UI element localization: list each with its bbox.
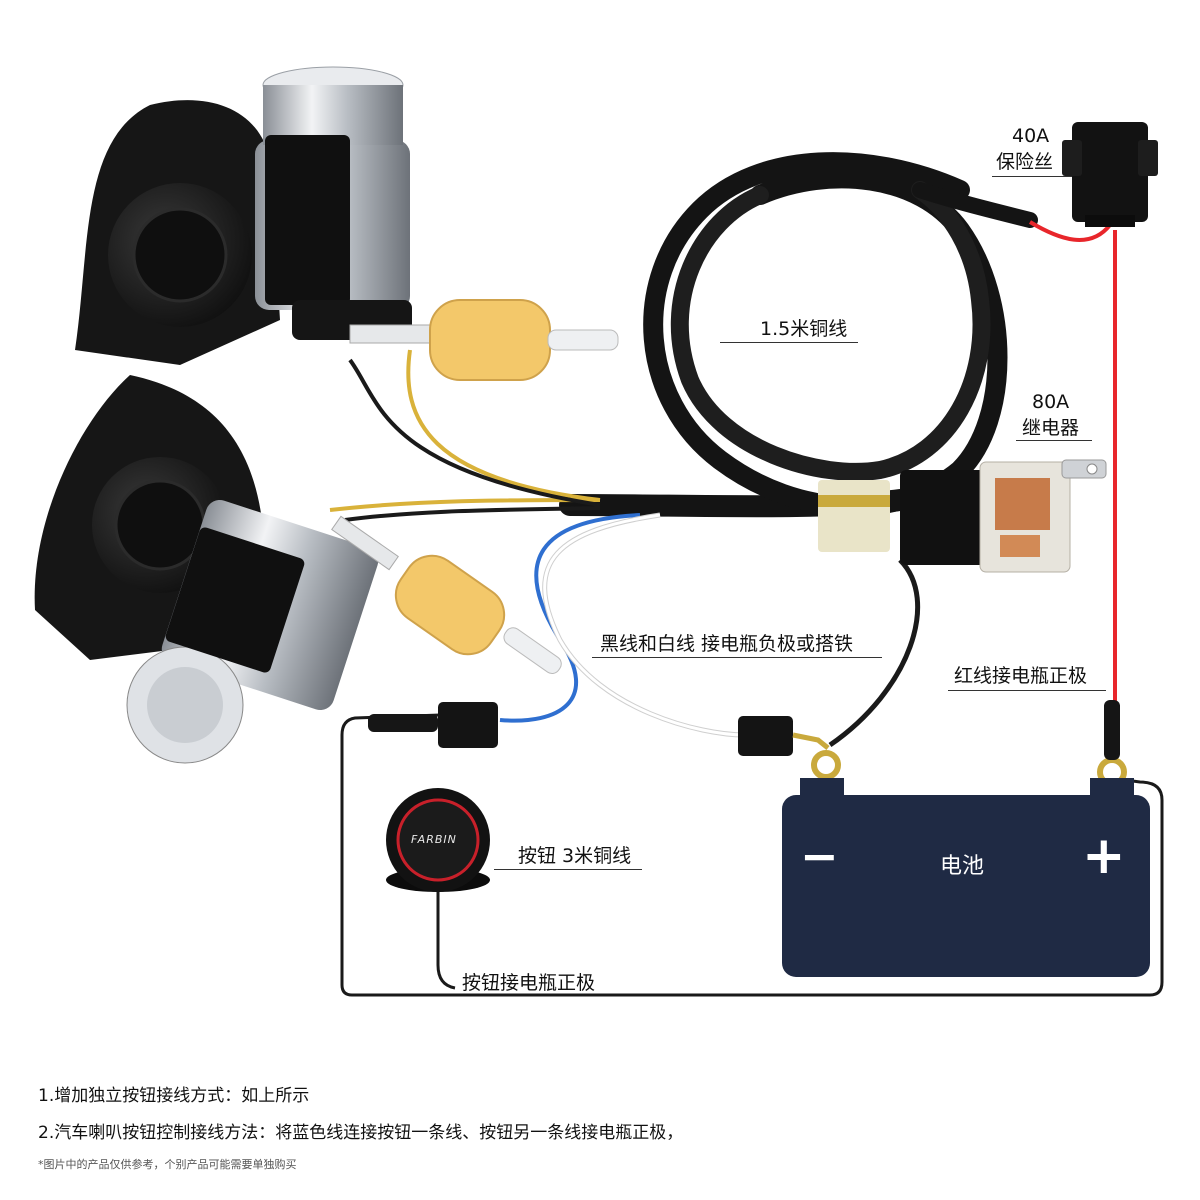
filter-lower bbox=[331, 515, 562, 674]
button-connector bbox=[438, 702, 498, 748]
relay-amp-label: 80A bbox=[1032, 391, 1070, 413]
battery bbox=[782, 778, 1150, 977]
ground-label-underline bbox=[592, 657, 882, 658]
note-line-1: 1.增加独立按钮接线方式：如上所示 bbox=[38, 1086, 310, 1106]
ground-label: 黑线和白线 接电瓶负极或搭铁 bbox=[600, 633, 854, 655]
ground-connector bbox=[738, 716, 793, 756]
red-wire-label-underline bbox=[948, 690, 1106, 691]
horn-lower bbox=[34, 375, 379, 764]
button-label: 按钮 3米铜线 bbox=[518, 845, 632, 867]
black-wire bbox=[344, 358, 601, 522]
ground-wire bbox=[828, 558, 921, 748]
battery-plus-sign: + bbox=[1082, 826, 1126, 886]
disclaimer: *图片中的产品仅供参考，个别产品可能需要单独购买 bbox=[38, 1158, 297, 1171]
relay-name-label: 继电器 bbox=[1022, 417, 1080, 439]
filter-upper bbox=[349, 299, 619, 381]
red-wire-label: 红线接电瓶正极 bbox=[954, 665, 1088, 687]
button-wires bbox=[340, 713, 1164, 997]
fuse-name-label: 保险丝 bbox=[996, 151, 1054, 173]
white-wire bbox=[542, 512, 746, 738]
blue-wire bbox=[499, 513, 641, 723]
battery-minus-sign: − bbox=[800, 829, 839, 883]
fuse-holder bbox=[1062, 122, 1158, 227]
push-button bbox=[386, 788, 490, 892]
button-brand: FARBIN bbox=[411, 833, 457, 846]
relay-label-underline bbox=[1016, 440, 1092, 441]
fuse-label-underline bbox=[992, 176, 1072, 177]
battery-label: 电池 bbox=[940, 854, 985, 879]
button-battery-label: 按钮接电瓶正极 bbox=[462, 972, 596, 994]
cable-label: 1.5米铜线 bbox=[760, 318, 848, 340]
relay bbox=[818, 459, 1107, 573]
negative-lug bbox=[811, 750, 841, 780]
cable-label-underline bbox=[720, 342, 858, 343]
button-label-underline bbox=[494, 869, 642, 870]
note-line-2: 2.汽车喇叭按钮控制接线方法：将蓝色线连接按钮一条线、按钮另一条线接电瓶正极， bbox=[38, 1123, 684, 1143]
fuse-amp-label: 40A bbox=[1012, 125, 1050, 147]
horn-upper bbox=[75, 66, 412, 365]
